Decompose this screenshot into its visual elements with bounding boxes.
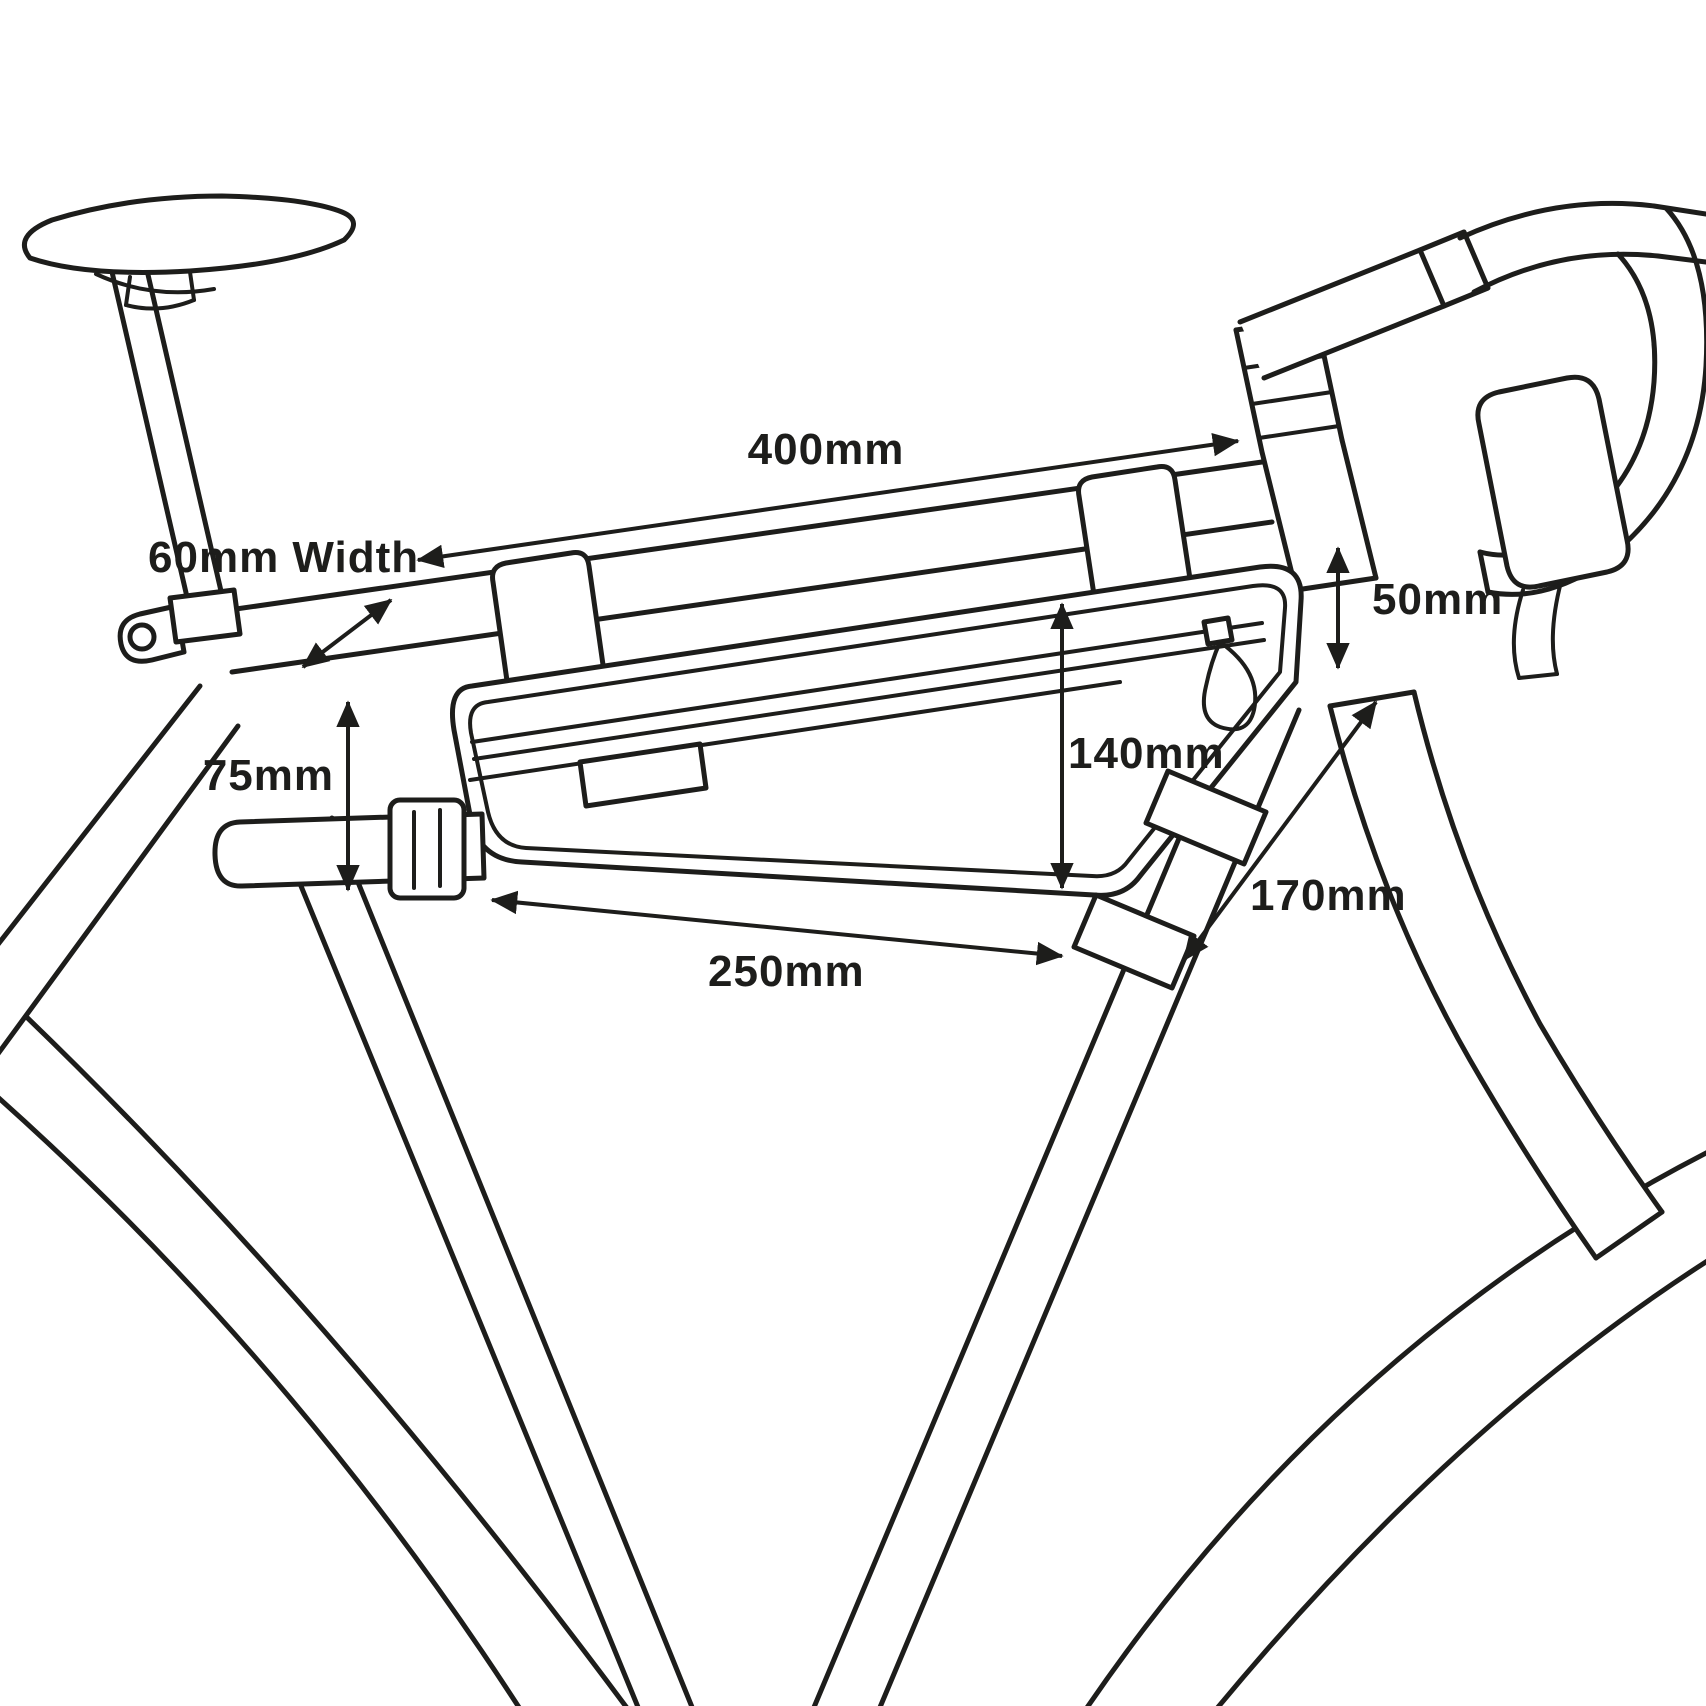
handlebar-drop-outer (1485, 205, 1706, 597)
dimension-line-bag-width (301, 598, 393, 669)
seatpost-clamp (167, 587, 243, 645)
brake-lever (1511, 588, 1525, 680)
dimension-label-rear-height: 75mm (203, 751, 334, 800)
strap-buckle (387, 797, 467, 901)
seat-tube-strap (212, 797, 487, 901)
stem-and-handlebar (1237, 200, 1706, 680)
dimension-annotations: 400mm 60mm Width 50mm 140mm 75mm 250mm 1… (148, 425, 1503, 996)
frame-bag-inner-seam (468, 583, 1288, 879)
dimension-label-base-length: 250mm (708, 947, 865, 996)
zipper-line-top (470, 621, 1264, 744)
zipper-slider (1201, 615, 1235, 647)
frame-bag (450, 563, 1304, 898)
dimension-label-middle-height: 140mm (1068, 729, 1225, 778)
clamp-bolt (127, 622, 157, 652)
saddle-and-seatpost (22, 193, 356, 664)
rear-wheel (0, 988, 629, 1706)
dimension-label-front-height: 50mm (1372, 575, 1503, 624)
brake-hood (1475, 374, 1631, 590)
dimension-label-front-edge: 170mm (1250, 871, 1407, 920)
zipper-line-bottom (472, 638, 1266, 761)
stem-faceplate (1417, 229, 1491, 309)
front-fork (1327, 689, 1665, 1261)
handlebar-top (1457, 200, 1706, 241)
seatpost (109, 269, 199, 639)
dimension-line-base-length (490, 890, 1064, 966)
brand-label-patch (577, 741, 709, 809)
seat-tube (275, 815, 695, 1706)
seat-stays (0, 683, 241, 1056)
dimension-label-bag-width: 60mm Width (148, 533, 419, 582)
saddle (22, 193, 356, 275)
dimension-label-top-length: 400mm (748, 425, 905, 474)
handlebar-bottom (1471, 251, 1706, 295)
dimension-line-top-length (416, 432, 1240, 569)
dimension-line-front-edge (1182, 700, 1378, 962)
down-tube-strap-lower (1071, 892, 1197, 991)
